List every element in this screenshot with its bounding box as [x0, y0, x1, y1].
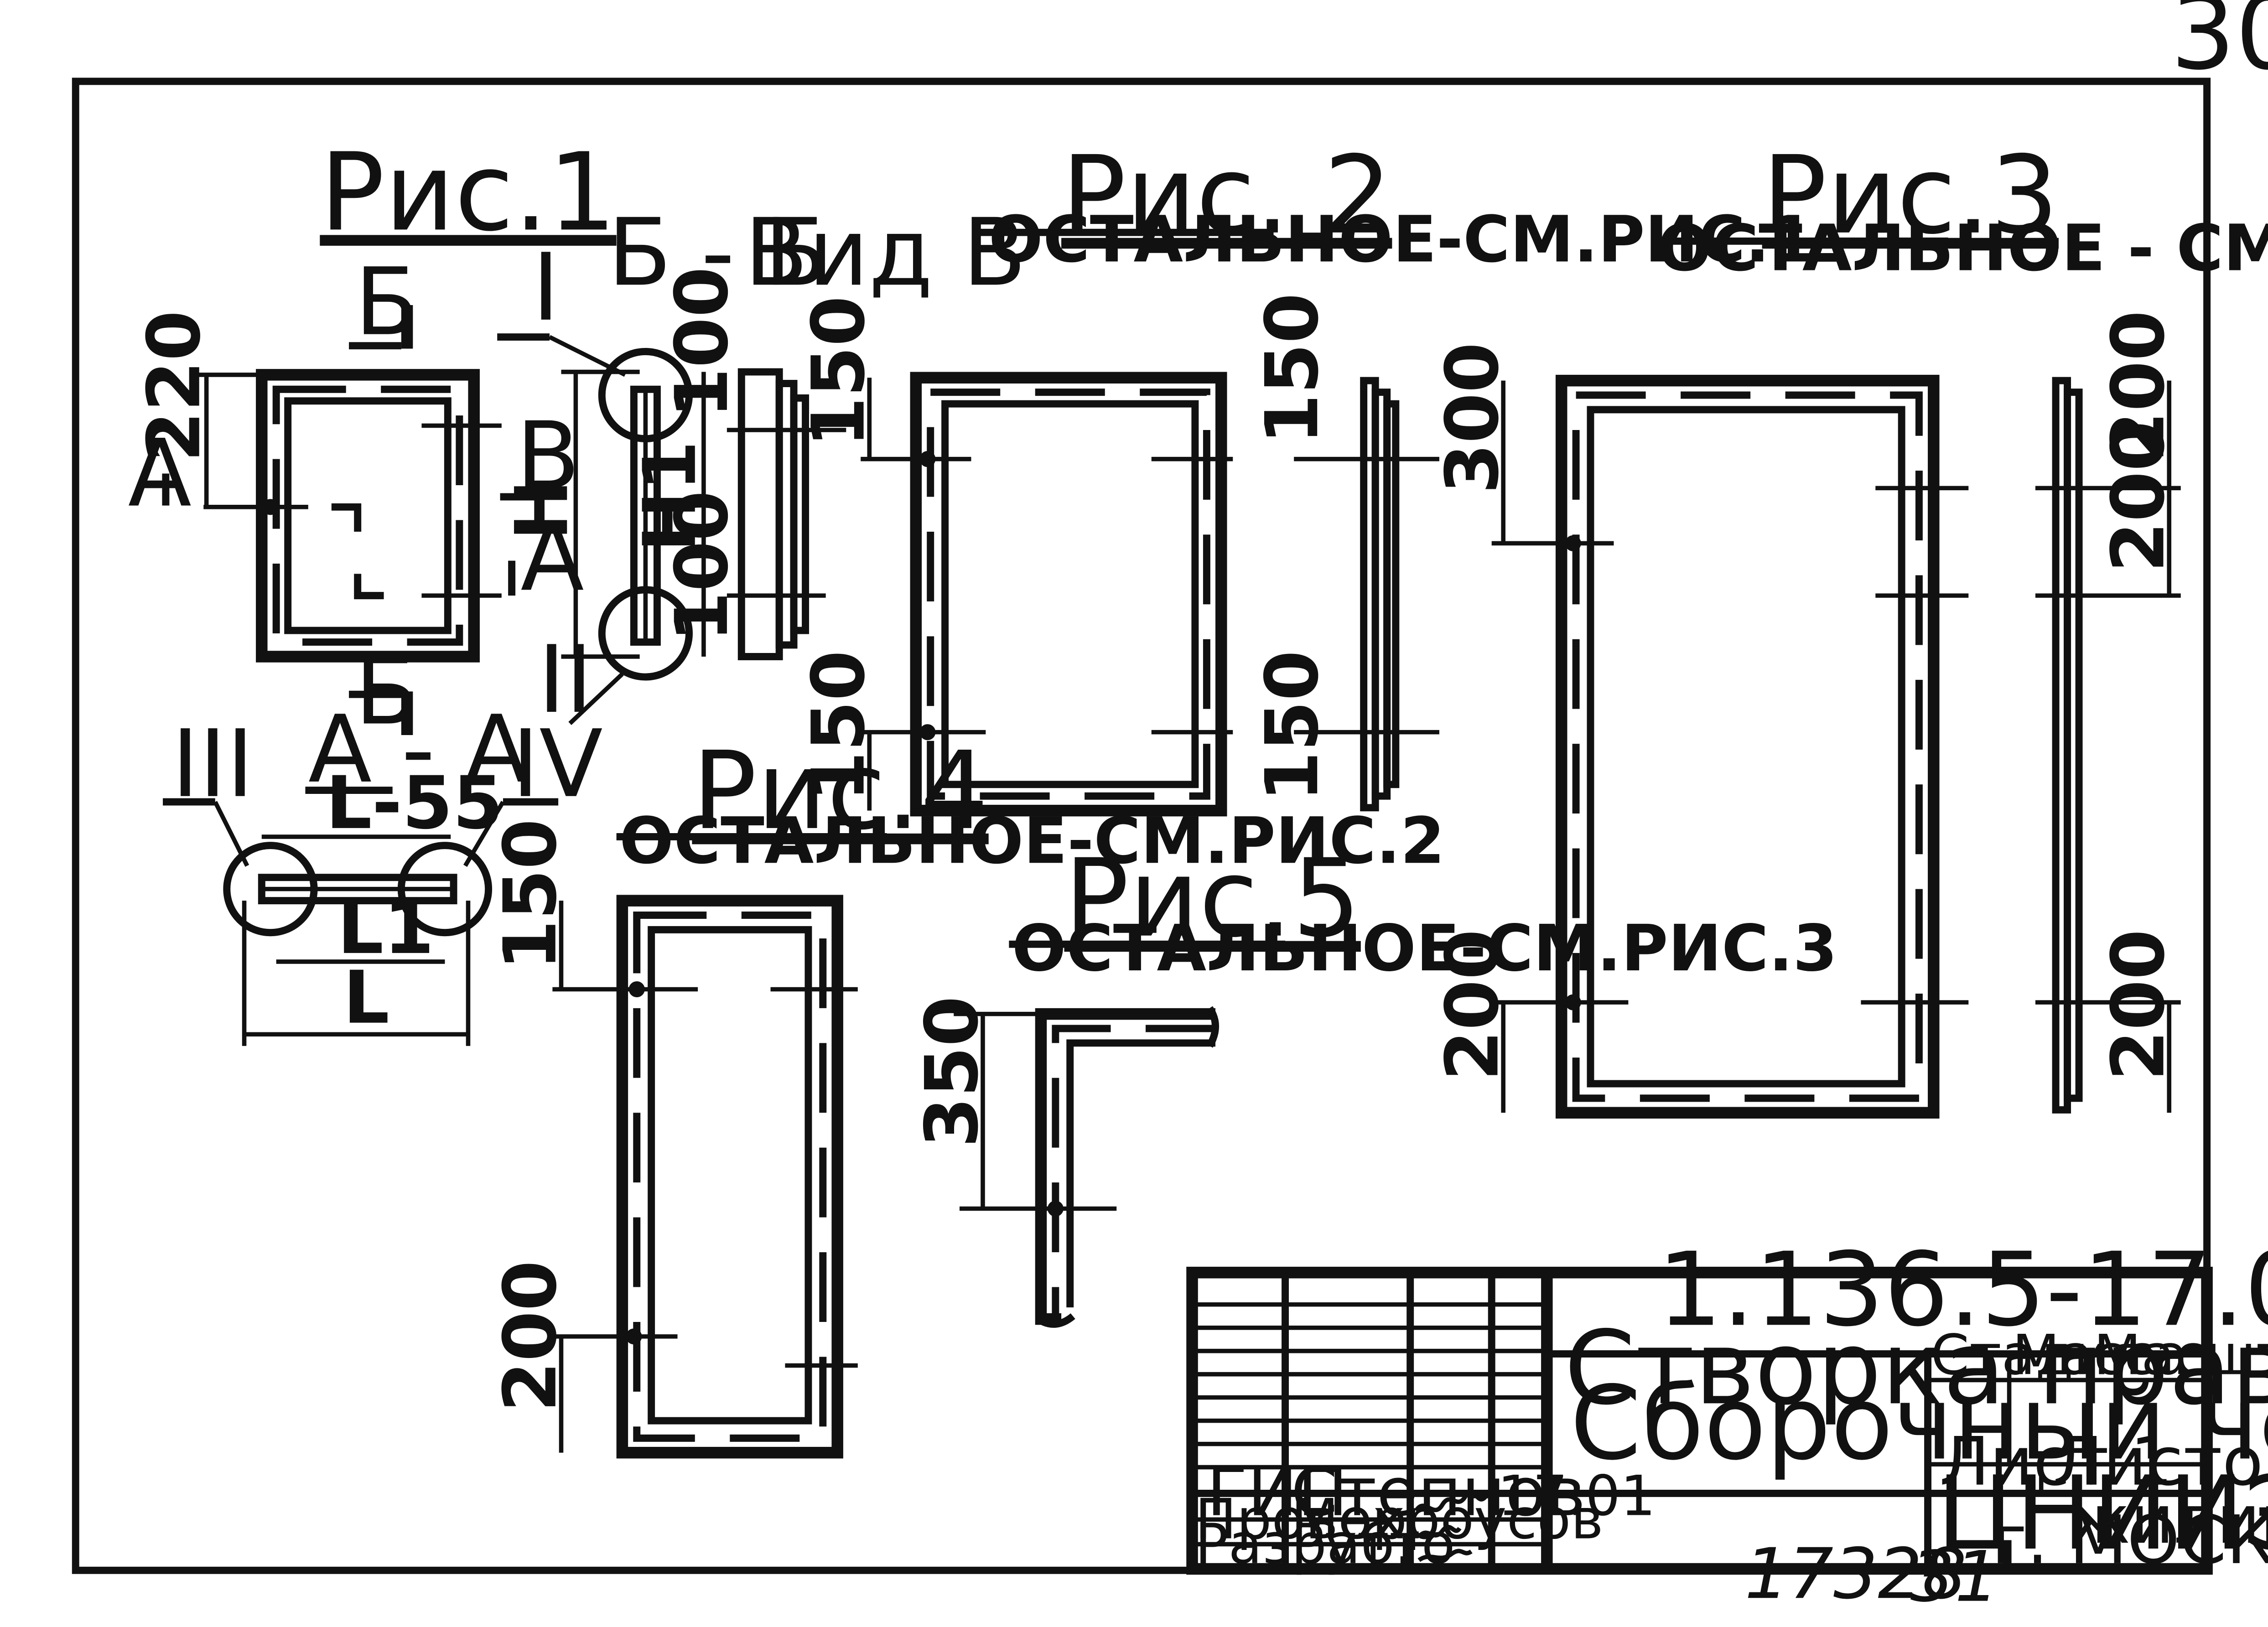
fig2-dim-150-top: 150: [796, 296, 881, 447]
callout-leader: [568, 672, 624, 725]
fig5-dim-350: 350: [909, 996, 994, 1147]
section-aa: А - А III IV L-55 L1 L: [163, 696, 603, 1046]
dim-100-top: 100: [659, 267, 744, 418]
fig3-dim-200: 200: [1430, 929, 1515, 1081]
fig3-side-profile: [2064, 389, 2083, 1102]
fig1-frame-dashed: [272, 385, 463, 646]
fig4-dim-150: 150: [488, 819, 573, 970]
dim-100-bottom: 100: [659, 491, 744, 642]
tb-stage-label: Стадия: [1931, 1323, 2143, 1388]
tb-name-2: Мохроусов: [1291, 1487, 1604, 1552]
fig2-frame-inner: [941, 400, 1199, 788]
tb-sheets-label: Листов 2: [2053, 1423, 2268, 1501]
fig3-frame-outer: [1555, 374, 1940, 1119]
callout-ii: II: [538, 626, 592, 734]
dim-H: H: [499, 480, 584, 540]
tb-org-sub: жилища: [2070, 1481, 2268, 1559]
figure-3: Рис.3 ОСТАЛЬНОЕ - СМ. РИС.1 300 200 200 …: [1430, 133, 2268, 1119]
fig5-title: Рис.5: [1064, 836, 1360, 961]
dim-L1: L1: [337, 886, 434, 970]
fig3-note: ОСТАЛЬНОЕ - СМ. РИС.1: [1657, 212, 2268, 286]
fig3-frame-inner: [1587, 406, 1905, 1088]
fig3-dim-300: 300: [1430, 342, 1515, 494]
tb-signature-3: [1417, 1549, 1473, 1562]
tb-date-1: 17.01: [1497, 1464, 1656, 1529]
fig4-frame-dashed: [633, 912, 827, 1442]
fig1-title: Рис.1: [320, 130, 616, 255]
tb-name-line2: Сборочный чертеж: [1570, 1364, 2268, 1483]
tb-mass-label: Масса: [2012, 1323, 2188, 1388]
fig1-corner-mark: [331, 503, 362, 532]
view-marker-v: В: [516, 402, 580, 510]
fig4-note: ОСТАЛЬНОЕ-СМ.РИС.2: [619, 804, 1445, 878]
fig5-frame-dashed: [1052, 1025, 1216, 1319]
tb-role-2: Провер.: [1195, 1487, 1424, 1552]
fig3-side-dim-200-b: 200: [2096, 421, 2180, 572]
fig2-frame-outer: [910, 372, 1227, 817]
tb-city: г. МОСКВА: [1992, 1501, 2268, 1579]
fig2-side-dim-150-top: 150: [1250, 293, 1334, 444]
view-v-profile: [790, 394, 810, 634]
fig2-side-dim-150-bottom: 150: [1250, 650, 1334, 802]
tb-signature-1: [1414, 1489, 1488, 1513]
fig2-side-profile: [1383, 400, 1400, 788]
page-number: 31: [1910, 1537, 1999, 1618]
fig5-note: ОСТАЛЬНОЕ-СМ.РИС.3: [1012, 912, 1837, 986]
section-aa-title: А - А: [308, 696, 528, 804]
tb-name-3: Рутто: [1291, 1512, 1455, 1576]
fig5-break-line: [1206, 1006, 1219, 1048]
fig1-frame-inner: [284, 397, 452, 634]
tb-document-code: 1.136.5-17.01.03.000 СБ: [1657, 1230, 2268, 1349]
dim-H1: H1: [628, 440, 712, 552]
fig4-frame-outer: [616, 895, 843, 1459]
tb-name-1: Степнов: [1291, 1453, 1586, 1531]
fig1-corner-mark: [354, 574, 384, 600]
tb-signature-2: [1417, 1524, 1462, 1539]
dim-L: L: [343, 955, 389, 1040]
callout-i: I: [532, 234, 560, 342]
fig1-frame-outer: [256, 369, 480, 663]
tb-scale-label: Масштаб: [2093, 1323, 2268, 1388]
fig5-frame-outer: [1035, 1008, 1216, 1325]
inventory-number: 17328: [1744, 1534, 1967, 1615]
fig2-dim-150-bottom: 150: [796, 650, 881, 802]
fig3-frame-dashed: [1572, 391, 1923, 1102]
tb-name-line1: Створка правая: [1564, 1309, 2268, 1427]
figure-5: Рис.5 ОСТАЛЬНОЕ-СМ.РИС.3 350: [909, 836, 1837, 1328]
tb-sheet-label: Лист 1: [1940, 1423, 2173, 1501]
fig5-frame-inner: [1066, 1039, 1216, 1308]
fig4-title: Рис.4: [692, 728, 988, 854]
section-marker-a-left: А: [128, 420, 192, 528]
section-marker-a-right: А: [520, 504, 584, 612]
tb-role-3: Разраб.: [1195, 1512, 1412, 1576]
fig3-side-dim-200-a: 200: [2096, 311, 2180, 462]
fig2-frame-dashed: [927, 389, 1210, 800]
section-bb-title: Б - Б: [608, 199, 828, 307]
view-v-title: Вид В: [744, 199, 1026, 307]
view-v-profile: [737, 368, 783, 660]
fig4-frame-inner: [648, 926, 812, 1425]
tb-role-1: ГИП: [1207, 1453, 1348, 1531]
title-block: 1.136.5-17.01.03.000 СБ Створка правая С…: [1186, 1230, 2268, 1579]
tb-org-name: ЦНИИЭП: [1936, 1454, 2268, 1573]
fig2-title: Рис. 2: [1061, 133, 1392, 258]
fig4-dim-200: 200: [488, 1260, 573, 1412]
section-bb: Б - Б Вид В I II H H1 100 100: [497, 199, 1027, 734]
fig3-title: Рис.3: [1762, 133, 2059, 258]
sheet-number: 30: [2170, 0, 2268, 93]
fig1-dim-220: 220: [132, 311, 217, 462]
dim-L55: L-55: [326, 761, 503, 845]
sheet-frame: [72, 78, 2211, 1574]
fig3-side-dim-200-c: 200: [2096, 929, 2180, 1081]
figure-1: Рис.1 220 Б Б А А В: [128, 130, 617, 746]
fig5-break-line: [1036, 1313, 1075, 1328]
figure-4: Рис.4 ОСТАЛЬНОЕ-СМ.РИС.2 150 200: [488, 728, 1445, 1459]
